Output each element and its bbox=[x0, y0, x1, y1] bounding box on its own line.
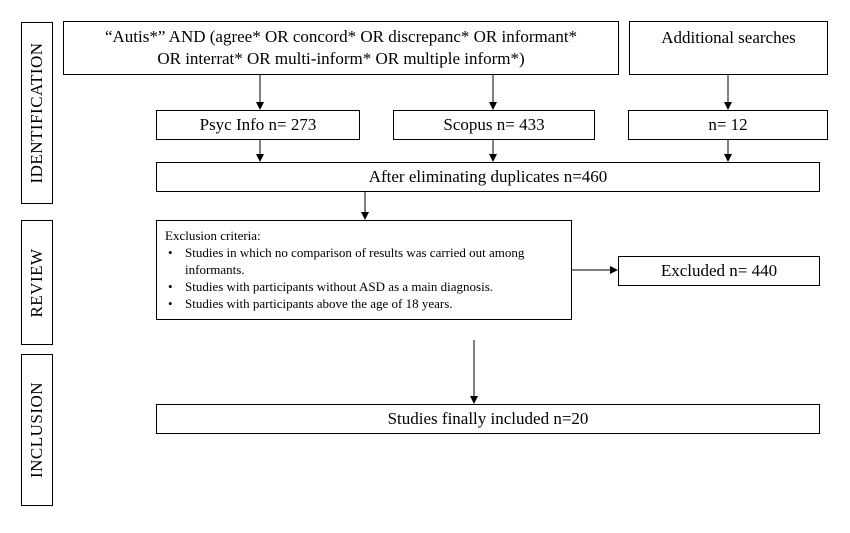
after-duplicates-box: After eliminating duplicates n=460 bbox=[156, 162, 820, 192]
search-query-line1: “Autis*” AND (agree* OR concord* OR disc… bbox=[104, 27, 578, 46]
excluded-label: Excluded n= 440 bbox=[660, 261, 778, 280]
additional-searches-box: Additional searches bbox=[629, 21, 828, 75]
included-box: Studies finally included n=20 bbox=[156, 404, 820, 434]
stage-identification: IDENTIFICATION bbox=[21, 22, 53, 204]
exclusion-criteria-box: Exclusion criteria: Studies in which no … bbox=[156, 220, 572, 320]
exclusion-criterion: Studies with participants above the age … bbox=[165, 295, 563, 312]
additional-searches-label: Additional searches bbox=[661, 28, 796, 47]
exclusion-criteria-list: Studies in which no comparison of result… bbox=[165, 244, 563, 312]
additional-count-label: n= 12 bbox=[708, 115, 748, 134]
psycinfo-label: Psyc Info n= 273 bbox=[199, 115, 317, 134]
psycinfo-box: Psyc Info n= 273 bbox=[156, 110, 360, 140]
search-query-line2: OR interrat* OR multi-inform* OR multipl… bbox=[157, 49, 525, 68]
scopus-box: Scopus n= 433 bbox=[393, 110, 595, 140]
exclusion-criterion: Studies with participants without ASD as… bbox=[165, 278, 563, 295]
stage-review: REVIEW bbox=[21, 220, 53, 345]
after-duplicates-label: After eliminating duplicates n=460 bbox=[368, 167, 608, 186]
excluded-box: Excluded n= 440 bbox=[618, 256, 820, 286]
additional-count-box: n= 12 bbox=[628, 110, 828, 140]
scopus-label: Scopus n= 433 bbox=[443, 115, 545, 134]
exclusion-criterion: Studies in which no comparison of result… bbox=[165, 244, 563, 278]
search-query-box: “Autis*” AND (agree* OR concord* OR disc… bbox=[63, 21, 619, 75]
exclusion-criteria-title: Exclusion criteria: bbox=[165, 228, 261, 243]
stage-inclusion: INCLUSION bbox=[21, 354, 53, 506]
included-label: Studies finally included n=20 bbox=[387, 409, 589, 428]
